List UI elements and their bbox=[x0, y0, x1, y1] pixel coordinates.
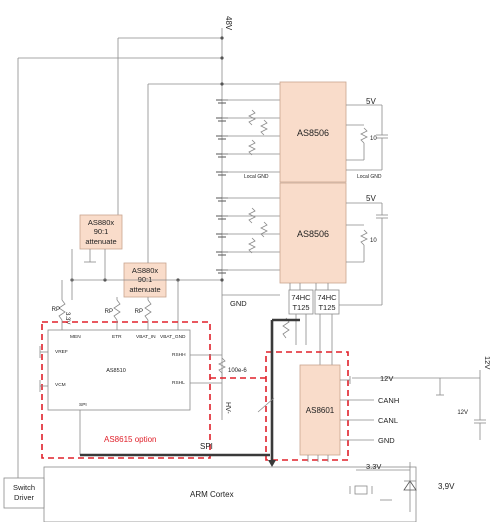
as8506-bottom-label: AS8506 bbox=[297, 229, 329, 239]
pin-vbat-in: VBAT_IN bbox=[136, 334, 156, 340]
as880x-2-line1: AS880x bbox=[132, 266, 159, 275]
label-gnd-can: GND bbox=[378, 436, 395, 445]
arm-power-wiring bbox=[349, 462, 417, 512]
as8506-top-label: AS8506 bbox=[297, 128, 329, 138]
battery-cell-stack bbox=[216, 99, 280, 274]
as8506-top-supply bbox=[346, 104, 388, 171]
spi-bus bbox=[80, 318, 300, 467]
hct125-1-line1: 74HC bbox=[291, 293, 311, 302]
label-3v9: 3,9V bbox=[438, 482, 455, 491]
as8510-label: AS8510 bbox=[106, 368, 126, 374]
attenuator-wiring bbox=[58, 249, 280, 325]
as880x-1-line1: AS880x bbox=[88, 218, 115, 227]
as8506-top-chip bbox=[279, 81, 347, 183]
pin-rshh: RSHH bbox=[172, 352, 186, 358]
pin-etr: ETR bbox=[112, 334, 122, 340]
as8506-bottom-supply bbox=[336, 202, 388, 306]
label-canh: CANH bbox=[378, 396, 399, 405]
as8510-wiring bbox=[39, 295, 226, 455]
label-rp-3: RP bbox=[135, 309, 143, 315]
arm-cortex-label: ARM Cortex bbox=[190, 490, 234, 499]
label-rp-2: RP bbox=[105, 309, 113, 315]
label-hv-minus: HV- bbox=[224, 402, 231, 414]
label-local-gnd-2: Local GND bbox=[357, 174, 382, 180]
label-r10-top: 10 bbox=[370, 136, 377, 142]
pin-spi: SPI bbox=[79, 402, 87, 408]
pin-vbat-gnd: VBAT_GND bbox=[160, 334, 186, 340]
crystal-component bbox=[354, 485, 368, 495]
label-12v-rotated: 12V bbox=[483, 356, 492, 369]
label-shunt-100e6: 100e-6 bbox=[228, 368, 247, 374]
as8510-chip bbox=[47, 329, 191, 411]
label-spi-bus: SPI bbox=[200, 442, 213, 451]
as880x-1-line2: 90:1 bbox=[94, 227, 109, 236]
power-rail-48v bbox=[17, 28, 280, 470]
switch-driver-line1: Switch bbox=[13, 483, 35, 492]
as880x-2-line3: attenuate bbox=[129, 285, 160, 294]
hct125-2-line2: T125 bbox=[318, 303, 335, 312]
hct125-2-line1: 74HC bbox=[317, 293, 337, 302]
label-local-gnd-1: Local GND bbox=[244, 174, 269, 180]
as8601-wiring bbox=[307, 370, 486, 462]
label-rp-1: RP bbox=[52, 307, 60, 313]
hct125-1-line2: T125 bbox=[292, 303, 309, 312]
label-3v3-rotated: 3.3V bbox=[64, 312, 70, 324]
pin-vref: VREF bbox=[55, 349, 68, 355]
label-48v: 48V bbox=[224, 16, 233, 31]
pin-rshl: RSHL bbox=[172, 380, 185, 386]
label-canl: CANL bbox=[378, 416, 398, 425]
hct125-buffer-1 bbox=[288, 289, 314, 315]
as8601-label: AS8601 bbox=[306, 406, 335, 415]
as880x-1-line3: attenuate bbox=[85, 237, 116, 246]
pin-vcm: VCM bbox=[55, 382, 66, 388]
switch-driver-line2: Driver bbox=[14, 493, 35, 502]
label-5v-bottom: 5V bbox=[366, 194, 376, 203]
label-12v: 12V bbox=[380, 374, 393, 383]
label-as8615-option: AS8615 option bbox=[104, 435, 157, 444]
pin-men: MEN bbox=[70, 334, 81, 340]
label-3v3-arm: 3.3V bbox=[366, 462, 381, 471]
as8601-option-outline bbox=[265, 351, 349, 461]
as8615-option-outline bbox=[41, 321, 211, 459]
as880x-attenuator-1 bbox=[79, 214, 123, 250]
label-12v-capacitor: 12V bbox=[457, 410, 468, 416]
switch-driver-block bbox=[3, 477, 45, 509]
as8601-chip bbox=[299, 364, 341, 456]
label-r10-bottom: 10 bbox=[370, 238, 377, 244]
as880x-2-line2: 90:1 bbox=[138, 275, 153, 284]
label-5v-top: 5V bbox=[366, 97, 376, 106]
as8506-bottom-chip bbox=[279, 182, 347, 284]
hct125-buffer-2 bbox=[314, 289, 340, 315]
label-gnd-mid: GND bbox=[230, 299, 247, 308]
